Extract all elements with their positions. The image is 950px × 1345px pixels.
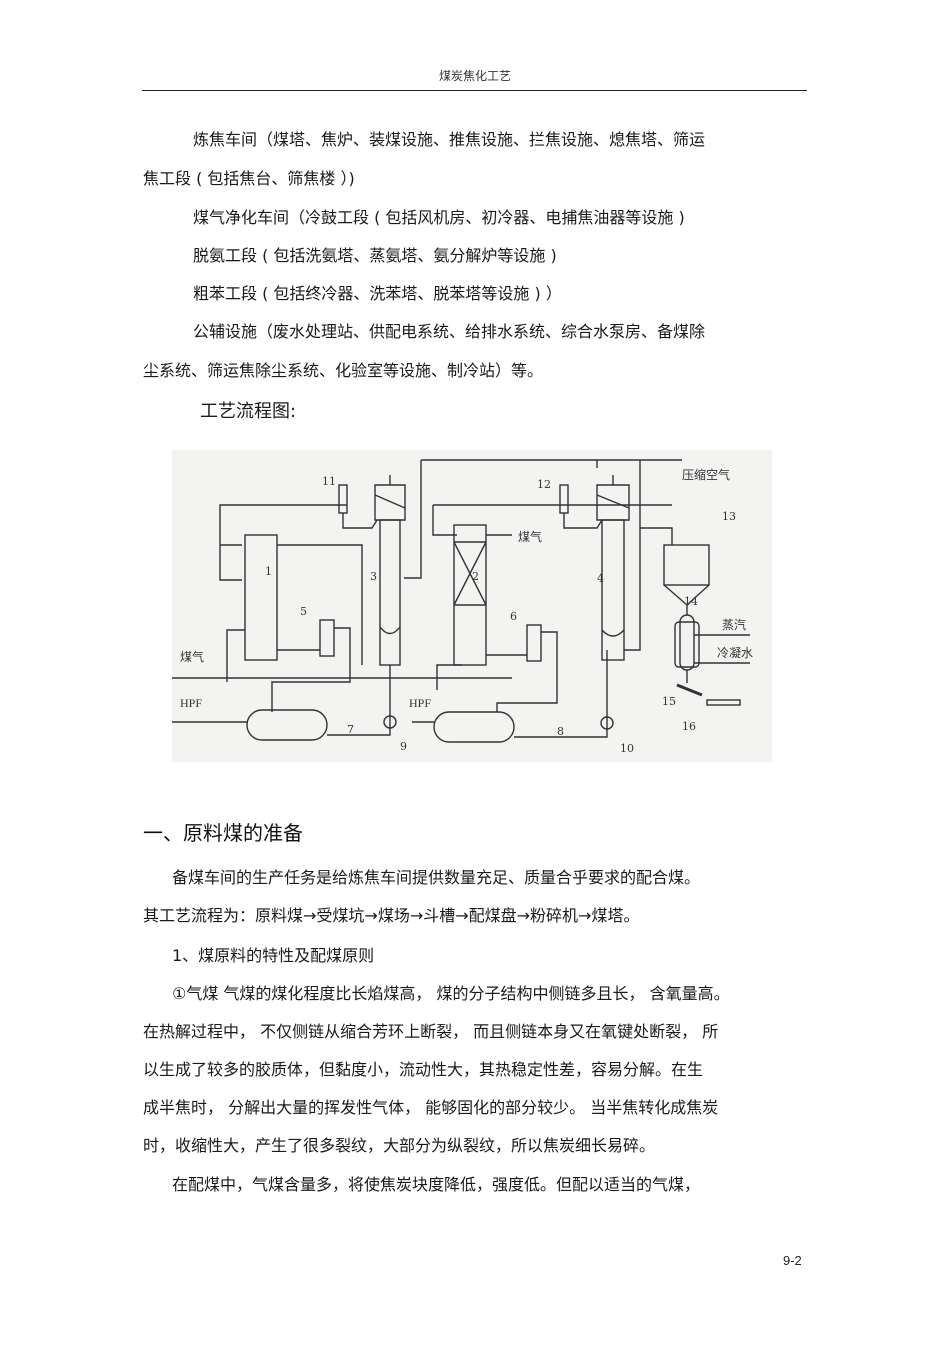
label-hpf-left: HPF <box>180 696 203 710</box>
flow-diagram-heading: 工艺流程图: <box>200 401 297 422</box>
label-15: 15 <box>662 695 676 708</box>
subheading: 1、煤原料的特性及配煤原则 <box>172 946 375 965</box>
label-6: 6 <box>510 610 517 623</box>
page-number: 9-2 <box>783 1253 802 1268</box>
para2-line1: ①气煤 气煤的煤化程度比长焰煤高， 煤的分子结构中侧链多且长， 含氧量高。 <box>172 984 730 1003</box>
label-11: 11 <box>322 475 336 488</box>
label-compressed-air: 压缩空气 <box>682 468 731 482</box>
label-hpf-right: HPF <box>409 696 432 710</box>
para3-line1: 在配煤中，气煤含量多，将使焦炭块度降低，强度低。但配以适当的气煤， <box>172 1175 701 1194</box>
paragraph-crude-benzene: 粗苯工段 ( 包括终冷器、洗苯塔、脱苯塔等设施 ) ） <box>193 284 562 303</box>
label-gas-out: 煤气 <box>518 530 543 544</box>
paragraph-coking-line2: 焦工段 ( 包括焦台、筛焦楼 ）) <box>143 169 355 188</box>
label-gas-in: 煤气 <box>180 650 205 664</box>
label-8: 8 <box>557 725 564 738</box>
label-9: 9 <box>400 740 407 753</box>
label-3: 3 <box>370 570 377 583</box>
paragraph-deammonia: 脱氨工段 ( 包括洗氨塔、蒸氨塔、氨分解炉等设施 ) <box>193 246 557 265</box>
page-header-title: 煤炭焦化工艺 <box>438 69 511 83</box>
header-rule <box>142 90 807 91</box>
label-5: 5 <box>300 605 307 618</box>
section-para1-line1: 备煤车间的生产任务是给炼焦车间提供数量充足、质量合乎要求的配合煤。 <box>172 868 701 887</box>
para2-line5: 时，收缩性大，产生了很多裂纹，大部分为纵裂纹，所以焦炭细长易碎。 <box>143 1136 656 1155</box>
para2-line3: 以生成了较多的胶质体，但黏度小，流动性大，其热稳定性差，容易分解。在生 <box>143 1060 704 1079</box>
label-1: 1 <box>265 565 272 578</box>
paragraph-utilities-line2: 尘系统、筛运焦除尘系统、化验室等设施、制冷站）等。 <box>143 361 544 380</box>
label-4: 4 <box>597 572 604 585</box>
section-para1-line2: 其工艺流程为：原料煤→受煤坑→煤场→斗槽→配煤盘→粉碎机→煤塔。 <box>143 906 640 925</box>
label-16: 16 <box>682 720 696 733</box>
label-10: 10 <box>620 742 634 755</box>
para2-line2: 在热解过程中， 不仅侧链从缩合芳环上断裂， 而且侧链本身又在氧键处断裂， 所 <box>143 1022 719 1041</box>
para2-line4: 成半焦时， 分解出大量的挥发性气体， 能够固化的部分较少。 当半焦转化成焦炭 <box>143 1098 719 1117</box>
label-2: 2 <box>472 570 479 583</box>
label-condensate: 冷凝水 <box>717 646 754 660</box>
label-12: 12 <box>537 478 551 491</box>
section-title: 一、原料煤的准备 <box>143 821 303 845</box>
label-14: 14 <box>684 595 698 608</box>
label-7: 7 <box>347 723 354 736</box>
paragraph-coking-line1: 炼焦车间（煤塔、焦炉、装煤设施、推焦设施、拦焦设施、熄焦塔、筛运 <box>193 130 706 149</box>
paragraph-gas-purification: 煤气净化车间（冷鼓工段 ( 包括风机房、初冷器、电捕焦油器等设施 ) <box>193 208 685 227</box>
label-13: 13 <box>722 510 736 523</box>
paragraph-utilities-line1: 公辅设施（废水处理站、供配电系统、给排水系统、综合水泵房、备煤除 <box>193 322 706 341</box>
process-flow-diagram: 11 1 3 2 4 5 6 7 9 8 10 12 13 14 15 16 煤… <box>172 450 772 762</box>
label-steam: 蒸汽 <box>722 618 747 632</box>
